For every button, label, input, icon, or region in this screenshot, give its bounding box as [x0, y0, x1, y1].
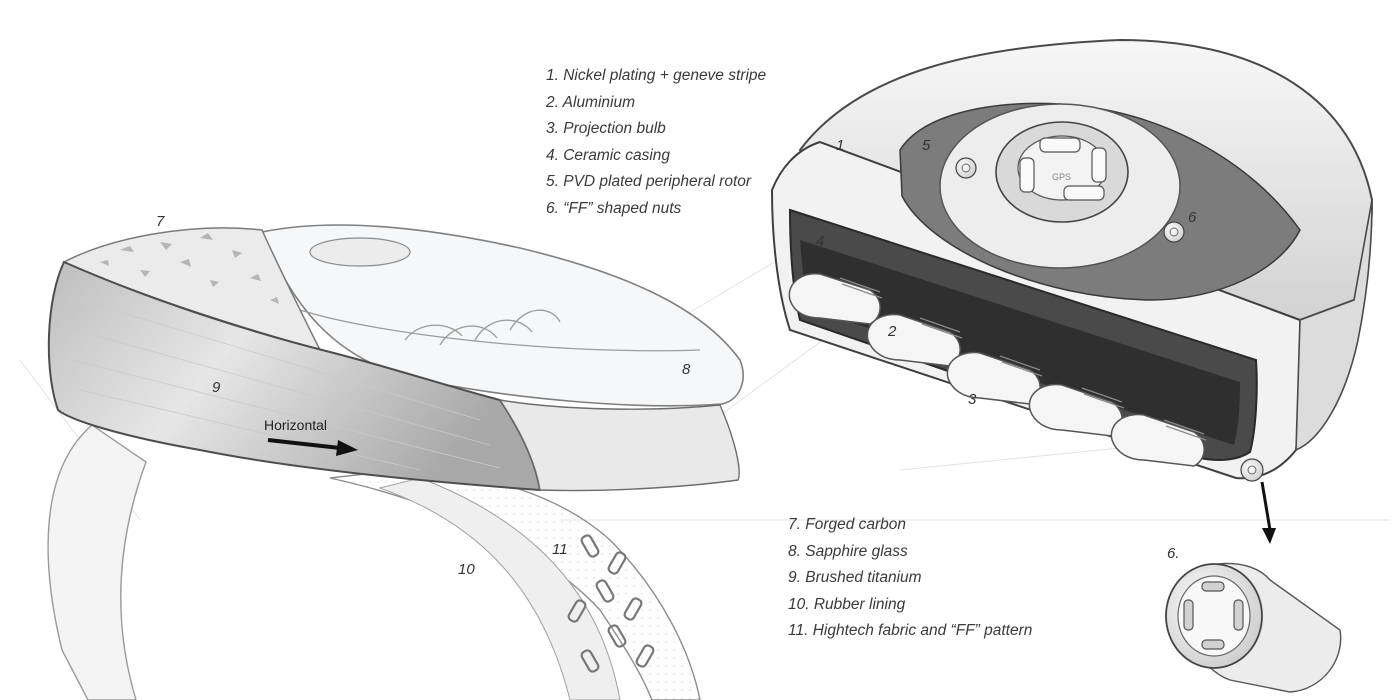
callout-7: 7: [156, 213, 165, 230]
callout-10: 10: [458, 561, 475, 578]
callout-5: 5: [922, 137, 931, 154]
legend-item-7: 7. Forged carbon: [788, 516, 907, 533]
callout-11: 11: [552, 541, 568, 558]
exploded-ff-nut: [1165, 562, 1342, 693]
callout-6: 6: [1188, 209, 1197, 226]
legend-item-8: 8. Sapphire glass: [788, 542, 908, 560]
callout-3: 3: [968, 391, 977, 408]
legend-item-5: 5. PVD plated peripheral rotor: [546, 173, 752, 190]
legend-item-6: 6. “FF” shaped nuts: [546, 199, 682, 217]
legend-item-10: 10. Rubber lining: [788, 595, 906, 613]
embossed-gps: GPS: [1052, 172, 1071, 182]
housing-sketch: GPS 1 2 3 4 5: [770, 38, 1374, 693]
callout-8: 8: [682, 361, 691, 378]
direction-arrow-label: Horizontal: [264, 417, 327, 433]
strap-outer: [47, 424, 147, 700]
carbon-flecks: [100, 233, 279, 304]
direction-arrow-head: [336, 440, 358, 456]
inner-teeth: [299, 309, 701, 352]
brush-strokes: [71, 299, 501, 471]
projection-bulb-top: [309, 237, 411, 267]
bracelet-sketch: Horizontal 7 8 9 10 11: [47, 213, 744, 700]
hub-tabs: [1019, 137, 1107, 201]
legend-item-3: 3. Projection bulb: [546, 120, 666, 137]
legend-item-2: 2. Aluminium: [546, 93, 636, 111]
callout-9: 9: [212, 379, 221, 396]
legend-item-1: 1. Nickel plating + geneve stripe: [546, 67, 767, 84]
legend-item-11: 11. Hightech fabric and “FF” pattern: [788, 622, 1033, 639]
brushed-titanium-side: [47, 260, 542, 492]
ff-pattern: [567, 534, 655, 673]
legend-item-4: 4. Ceramic casing: [546, 146, 671, 164]
callout-2: 2: [887, 323, 897, 340]
callout-4: 4: [816, 233, 824, 250]
ff-nut-screws: [955, 157, 1264, 482]
callout-1: 1: [836, 137, 844, 154]
callout-6-nut: 6.: [1167, 545, 1180, 562]
titanium-end-cap: [498, 399, 740, 492]
legend-top: 1. Nickel plating + geneve stripe 2. Alu…: [546, 63, 766, 222]
exploded-nut-arrow-head: [1262, 528, 1276, 544]
legend-bottom: 7. Forged carbon 8. Sapphire glass 9. Br…: [788, 512, 1032, 645]
legend-item-9: 9. Brushed titanium: [788, 569, 922, 586]
bulb-grilles: [839, 277, 1207, 441]
projection-bulbs: [788, 273, 1205, 467]
exploded-nut-arrow-shaft: [1260, 481, 1272, 531]
housing-right-side: [1295, 199, 1373, 452]
casing-interior: [800, 240, 1240, 445]
direction-arrow-shaft: [267, 438, 341, 450]
